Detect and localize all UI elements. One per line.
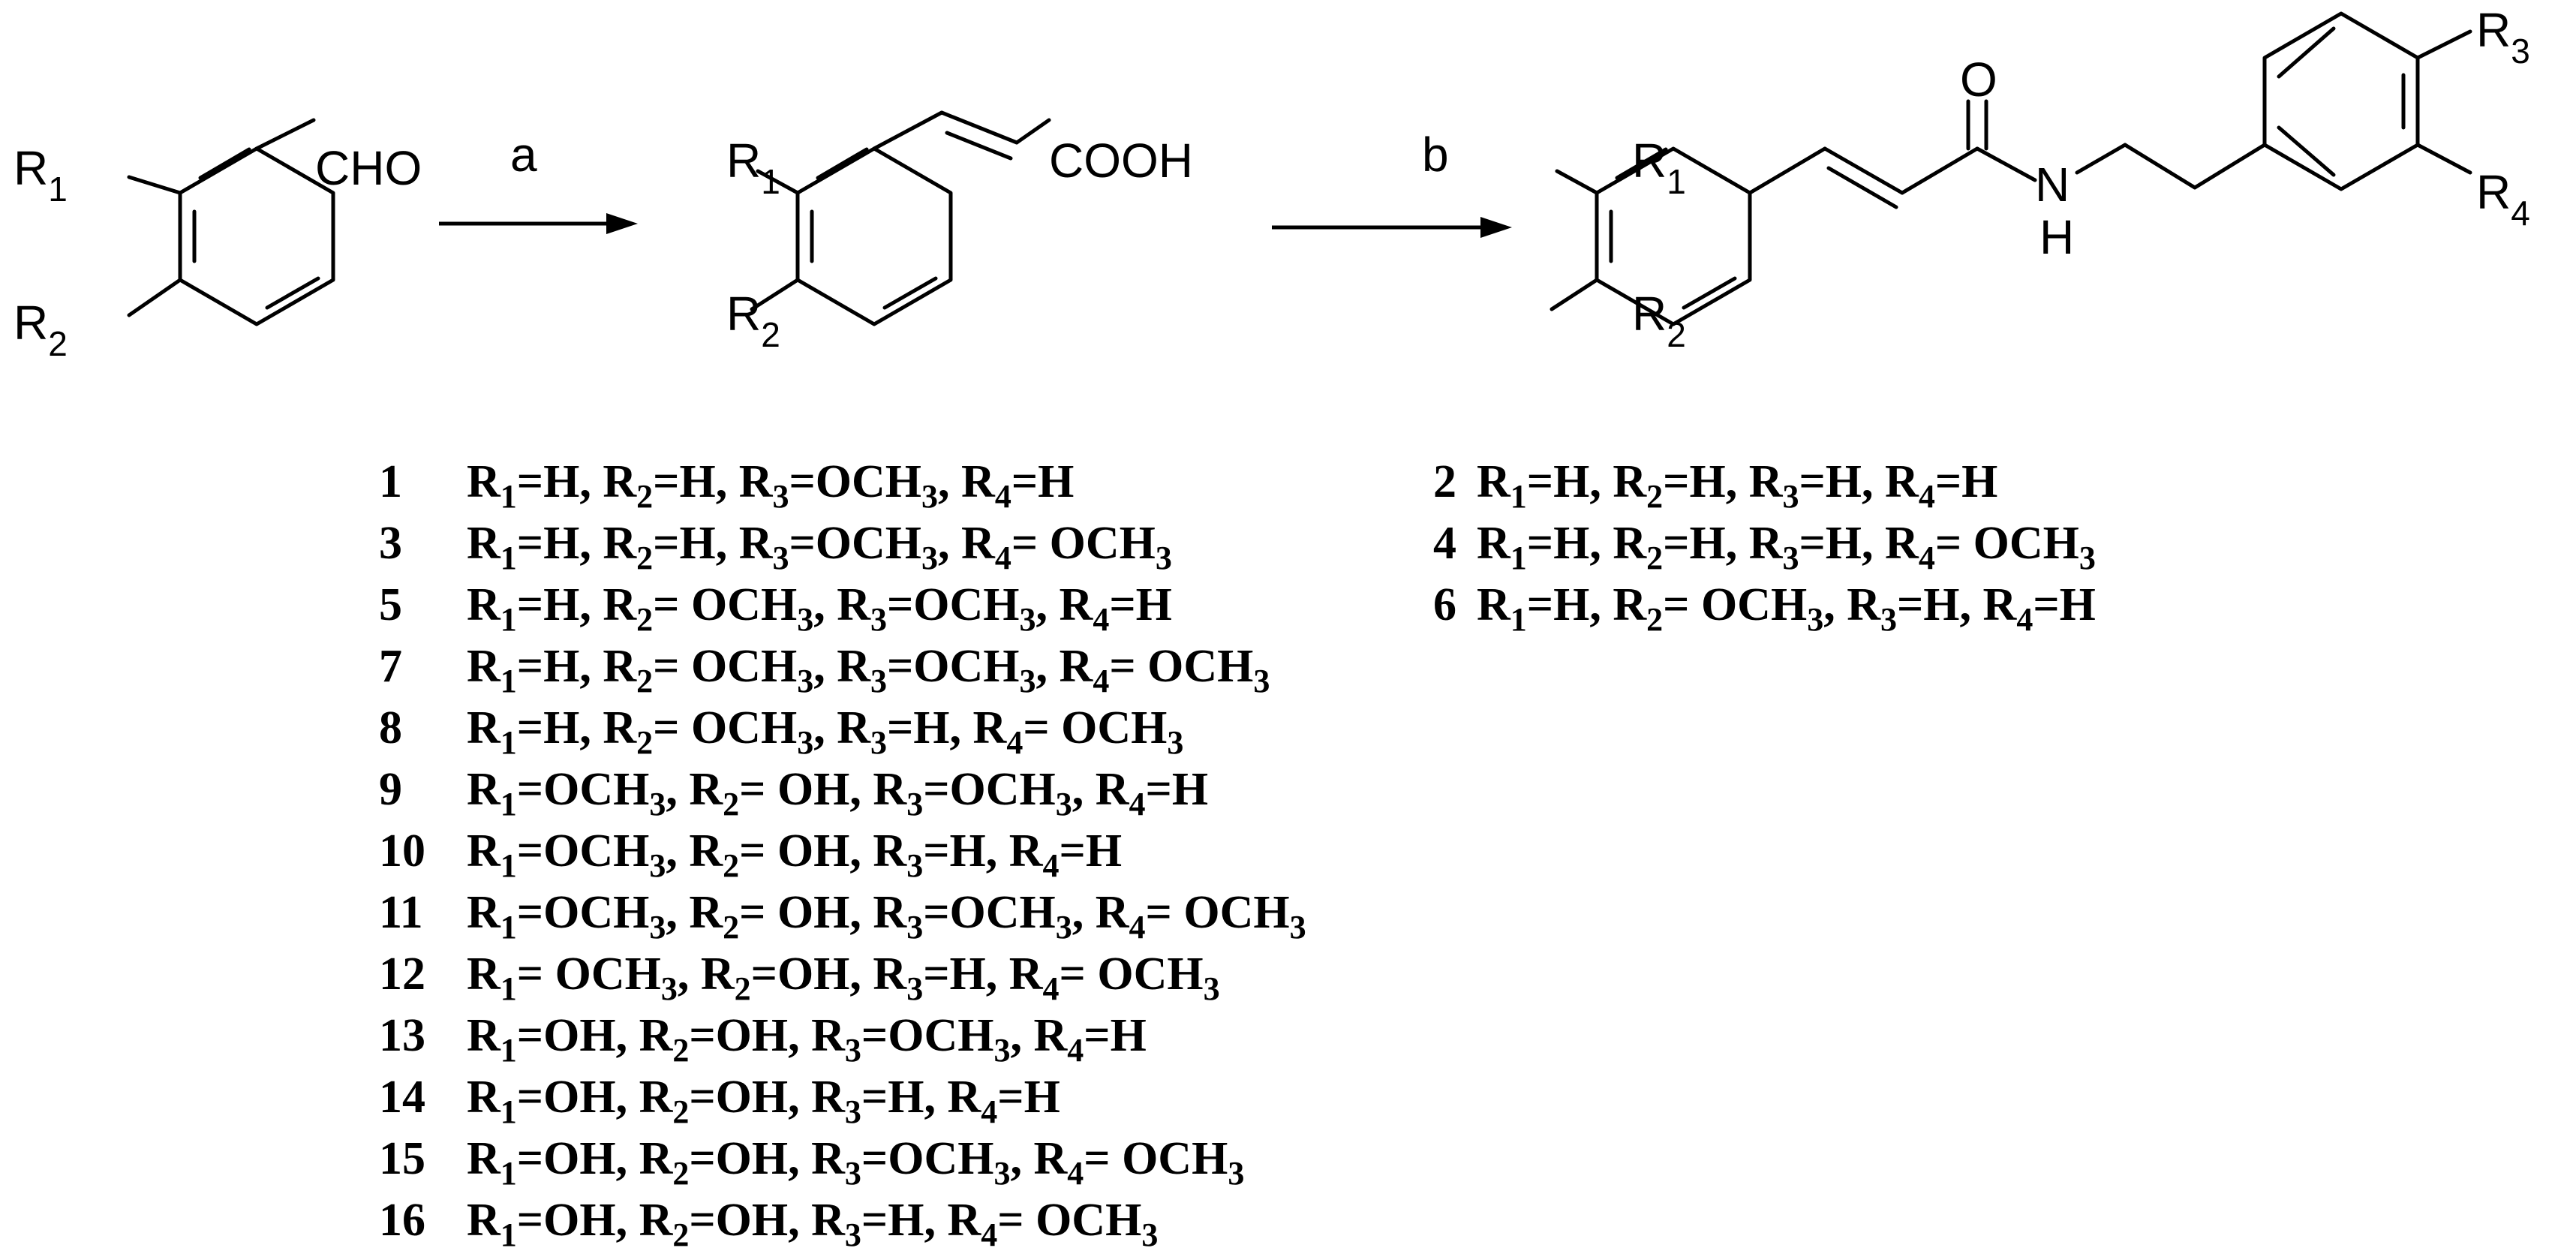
compound-number: 12 [379,949,425,1000]
compound-substituents: R1=OH, R2=OH, R3=H, R4=H [467,1072,1060,1130]
arrow-a: a [439,128,638,234]
amide-r3-label: R3 [2476,3,2530,71]
compound-substituents: R1=OCH3, R2= OH, R3=OCH3, R4=H [467,764,1208,822]
compound-substituents: R1=H, R2= OCH3, R3=OCH3, R4= OCH3 [467,641,1270,699]
compound-number: 8 [379,702,402,753]
arrow-b: b [1272,128,1512,238]
compound-number: 9 [379,764,402,815]
amide-r4-label: R4 [2476,165,2530,233]
compound-number: 6 [1433,579,1456,630]
compound-substituents: R1=H, R2=H, R3=OCH3, R4=H [467,456,1074,515]
compound-list-left: 1 R1=H, R2=H, R3=OCH3, R4=H 3 R1=H, R2=H, R… [379,456,1306,1253]
compound-number: 10 [379,825,425,877]
compound-number: 5 [379,579,402,630]
compound-substituents: R1=OH, R2=OH, R3=OCH3, R4=H [467,1010,1147,1069]
compound-number: 4 [1433,518,1456,569]
compound-number: 16 [379,1195,425,1246]
compound-substituents: R1=H, R2= OCH3, R3=H, R4= OCH3 [467,702,1183,761]
reagent-a-label: a [510,128,537,182]
acid-group-label: COOH [1049,134,1193,188]
aldehyde-r1-label: R1 [14,141,68,209]
amide-r1-label: R1 [1632,134,1686,201]
compound-number: 2 [1433,456,1456,507]
acid-r1-label: R1 [726,134,780,201]
compound-number: 1 [379,456,402,507]
aldehyde-structure: CHO R1 R2 [14,118,422,363]
compound-substituents: R1=H, R2=H, R3=OCH3, R4= OCH3 [467,518,1172,576]
compound-number: 14 [379,1072,425,1123]
compound-substituents: R1=H, R2= OCH3, R3=H, R4=H [1477,579,2096,638]
amide-nitrogen-label: N [2035,158,2070,212]
aldehyde-group-label: CHO [315,141,422,195]
amide-r2-label: R2 [1632,287,1686,354]
compound-number: 15 [379,1133,425,1184]
compound-substituents: R1= OCH3, R2=OH, R3=H, R4= OCH3 [467,949,1220,1007]
compound-number: 3 [379,518,402,569]
compound-number: 7 [379,641,402,692]
compound-substituents: R1=OCH3, R2= OH, R3=H, R4=H [467,825,1122,884]
compound-number: 13 [379,1010,425,1061]
amide-oxygen-label: O [1960,53,1997,107]
compound-number: 11 [379,887,423,938]
compound-substituents: R1=H, R2=H, R3=H, R4=H [1477,456,1997,515]
amide-hydrogen-label: H [2039,210,2074,264]
compound-substituents: R1=OCH3, R2= OH, R3=OCH3, R4= OCH3 [467,887,1306,946]
amide-product-structure: O N H R1 R2 R3 R4 [1550,3,2530,354]
compound-substituents: R1=OH, R2=OH, R3=H, R4= OCH3 [467,1195,1158,1253]
compound-substituents: R1=H, R2= OCH3, R3=OCH3, R4=H [467,579,1172,638]
acid-r2-label: R2 [726,287,780,354]
aldehyde-r2-label: R2 [14,296,68,363]
cinnamic-acid-structure: COOH R1 R2 [726,110,1193,354]
compound-substituents: R1=OH, R2=OH, R3=OCH3, R4= OCH3 [467,1133,1244,1192]
reagent-b-label: b [1422,128,1449,182]
compound-list-right: 2 R1=H, R2=H, R3=H, R4=H 4 R1=H, R2=H, R3=H… [1433,456,2096,638]
compound-substituents: R1=H, R2=H, R3=H, R4= OCH3 [1477,518,2096,576]
